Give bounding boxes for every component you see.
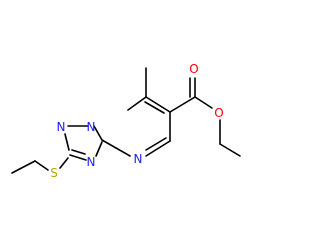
atom-o-carbonyl: O [189, 62, 198, 76]
bond-ch2-s [34, 160, 49, 171]
bond-ch3-ch2-s [11, 160, 36, 174]
bond-c7-n-bridge [127, 96, 147, 111]
bond-c6-c7-double [144, 101, 165, 114]
bond-c6-c7 [145, 96, 171, 113]
bond-c2-n3-double [71, 149, 86, 155]
bond-c6-carbonyl [169, 96, 196, 113]
atom-s: S [50, 166, 58, 180]
background [0, 0, 250, 250]
bond-s-c2 [59, 157, 69, 169]
bond-ch2-ch3 [219, 143, 241, 157]
bond-c3a-n4 [101, 139, 131, 157]
bonds [11, 67, 241, 174]
atom-n4: N [134, 152, 143, 166]
atom-labels: N N N N S O O [50, 62, 224, 180]
bond-c2-n1 [64, 133, 70, 151]
bond-n4-c5-double [145, 137, 167, 151]
molecule-structure: N N N N S O O [0, 0, 250, 250]
bond-carbonyl-oester [194, 96, 213, 109]
bond-n4-c5 [145, 140, 171, 157]
atom-n1: N [57, 120, 66, 134]
atom-o-ester: O [214, 106, 223, 120]
atom-n2: N [87, 120, 96, 134]
bond-c2-n3 [69, 154, 87, 161]
bond-n-c3a [93, 125, 103, 141]
atom-n3: N [87, 155, 96, 169]
bond-n3-c3a [95, 141, 103, 157]
